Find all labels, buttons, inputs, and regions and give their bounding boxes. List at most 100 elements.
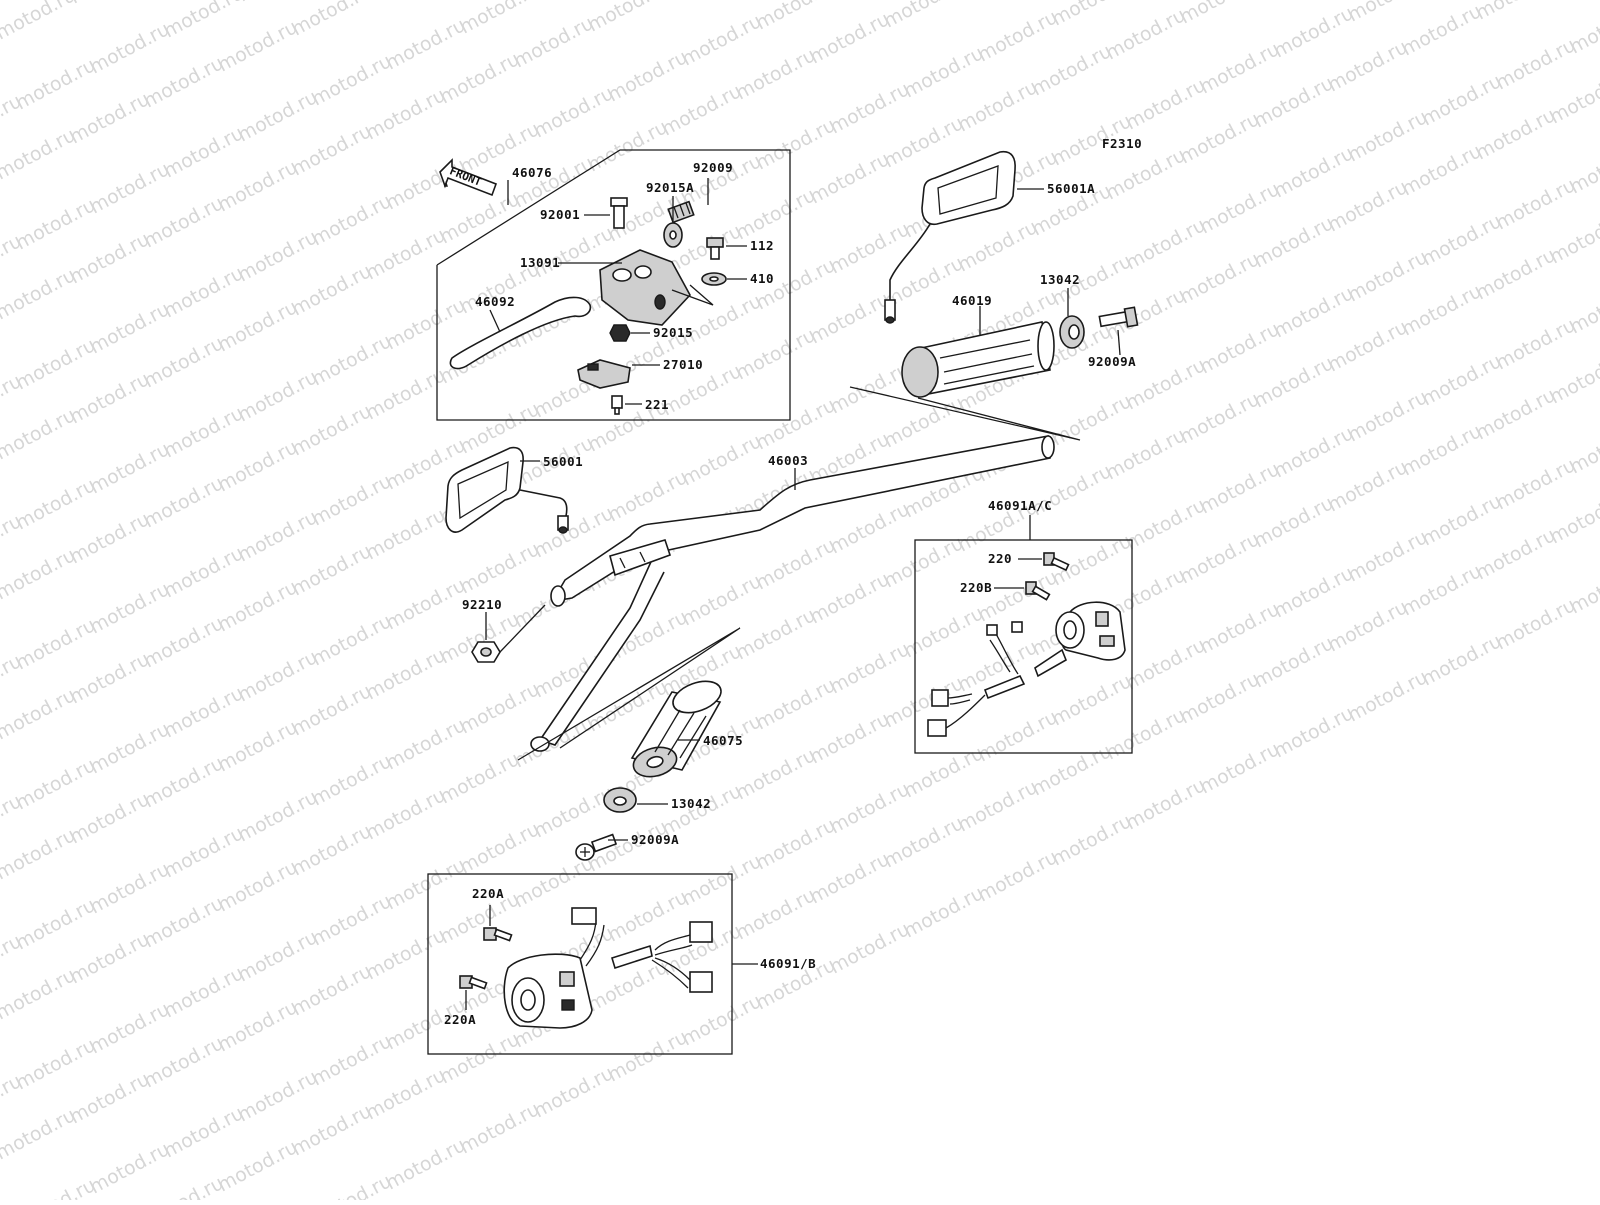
watermark-text: motod.ru <box>308 890 395 950</box>
watermark-text: motod.ru <box>86 298 173 358</box>
watermark-text: motod.ru <box>1122 774 1209 834</box>
watermark-text: motod.ru <box>86 718 173 778</box>
watermark-text: motod.ru <box>1492 594 1579 654</box>
watermark-text: motod.ru <box>806 848 893 908</box>
watermark-text: motod.ru <box>1472 0 1559 24</box>
watermark-text: motod.ru <box>752 534 839 594</box>
watermark-text: motod.ru <box>0 0 79 44</box>
watermark-text: motod.ru <box>288 540 375 600</box>
watermark-text: motod.ru <box>826 638 913 698</box>
watermark-text: motod.ru <box>1344 106 1431 166</box>
watermark-text: motod.ru <box>86 18 173 78</box>
watermark-text: motod.ru <box>1344 666 1431 726</box>
watermark-text: motod.ru <box>880 112 967 172</box>
watermark-text: motod.ru <box>308 330 395 390</box>
watermark-text: motod.ru <box>752 394 839 454</box>
watermark-text: motod.ru <box>1324 596 1411 656</box>
watermark-text: motod.ru <box>66 508 153 568</box>
watermark-text: motod.ru <box>456 818 543 878</box>
watermark-text: motod.ru <box>974 706 1061 766</box>
watermark-text: motod.ru <box>1270 142 1357 202</box>
watermark-text: motod.ru <box>1344 0 1431 26</box>
watermark-text: motod.ru <box>214 576 301 636</box>
watermark-text: motod.ru <box>752 674 839 734</box>
figure-code: F2310 <box>1102 136 1142 151</box>
watermark-text: motod.ru <box>732 44 819 104</box>
watermark-text: motod.ru <box>86 1138 173 1198</box>
watermark-text: motod.ru <box>382 1134 469 1194</box>
watermark-text: motod.ru <box>732 184 819 244</box>
watermark-text: motod.ru <box>140 1032 227 1092</box>
watermark-text: motod.ru <box>678 290 765 350</box>
watermark-text: motod.ru <box>1176 108 1263 168</box>
watermark-text: motod.ru <box>806 568 893 628</box>
watermark-text: motod.ru <box>732 884 819 944</box>
watermark-text: motod.ru <box>214 16 301 76</box>
watermark-text: motod.ru <box>382 574 469 634</box>
label-56001A: 56001A <box>1047 181 1095 196</box>
watermark-text: motod.ru <box>214 716 301 776</box>
watermark-text: motod.ru <box>160 962 247 1022</box>
gear-nut-icon <box>664 223 682 247</box>
watermark-text: motod.ru <box>880 0 967 32</box>
nut-92015-icon <box>610 325 630 341</box>
watermark-text: motod.ru <box>1102 4 1189 64</box>
watermark-text: motod.ru <box>658 80 745 140</box>
watermark-text: motod.ru <box>288 120 375 180</box>
watermark-text: motod.ru <box>1250 492 1337 552</box>
watermark-text: motod.ru <box>362 84 449 144</box>
watermark-text: motod.ru <box>234 786 321 846</box>
watermark-text: motod.ru <box>382 14 469 74</box>
watermark-text: motod.ru <box>1196 738 1283 798</box>
watermark-text: motod.ru <box>732 324 819 384</box>
watermark-text: motod.ru <box>1398 0 1485 60</box>
watermark-text: motod.ru <box>362 0 449 4</box>
watermark-text: motod.ru <box>604 886 691 946</box>
watermark-text: motod.ru <box>678 990 765 1050</box>
watermark-text: motod.ru <box>1418 630 1505 690</box>
watermark-text: motod.ru <box>456 0 543 38</box>
watermark-text: motod.ru <box>900 742 987 802</box>
watermark-text: motod.ru <box>86 578 173 638</box>
label-92015: 92015 <box>653 325 693 340</box>
watermark-text: motod.ru <box>160 262 247 322</box>
watermark-text: motod.ru <box>140 192 227 252</box>
watermark-text: motod.ru <box>584 116 671 176</box>
watermark-text: motod.ru <box>456 1098 543 1158</box>
label-92001: 92001 <box>540 207 580 222</box>
watermark-text: motod.ru <box>678 850 765 910</box>
watermark-text: motod.ru <box>308 190 395 250</box>
watermark-text: motod.ru <box>362 364 449 424</box>
label-220A-bottom: 220A <box>444 1012 476 1027</box>
watermark-text: motod.ru <box>584 956 671 1016</box>
watermark-text: motod.ru <box>1048 810 1135 870</box>
watermark-text: motod.ru <box>1566 558 1600 618</box>
label-92210: 92210 <box>462 597 502 612</box>
watermark-text: motod.ru <box>510 152 597 212</box>
watermark-text: motod.ru <box>160 542 247 602</box>
watermark-text: motod.ru <box>382 714 469 774</box>
watermark-text: motod.ru <box>954 776 1041 836</box>
watermark-text: motod.ru <box>954 76 1041 136</box>
watermark-text: motod.ru <box>12 334 99 394</box>
watermark-text: motod.ru <box>1344 526 1431 586</box>
watermark-text: motod.ru <box>1048 530 1135 590</box>
watermark-text: motod.ru <box>308 610 395 670</box>
watermark-text: motod.ru <box>362 224 449 284</box>
watermark-text: motod.ru <box>1250 72 1337 132</box>
watermark-text: motod.ru <box>1196 38 1283 98</box>
watermark-text: motod.ru <box>140 52 227 112</box>
watermark-text: motod.ru <box>1492 174 1579 234</box>
label-410: 410 <box>750 271 774 286</box>
watermark-text: motod.ru <box>806 148 893 208</box>
watermark-text: motod.ru <box>160 402 247 462</box>
watermark-text: motod.ru <box>1250 212 1337 272</box>
watermark-text: motod.ru <box>66 0 153 8</box>
watermark-text: motod.ru <box>1344 246 1431 306</box>
bar-end-screw-top-icon <box>1099 307 1137 326</box>
watermark-text: motod.ru <box>1196 178 1283 238</box>
watermark-text: motod.ru <box>12 474 99 534</box>
watermark-text: motod.ru <box>1546 348 1600 408</box>
watermark-text: motod.ru <box>234 366 321 426</box>
watermark-text: motod.ru <box>12 614 99 674</box>
